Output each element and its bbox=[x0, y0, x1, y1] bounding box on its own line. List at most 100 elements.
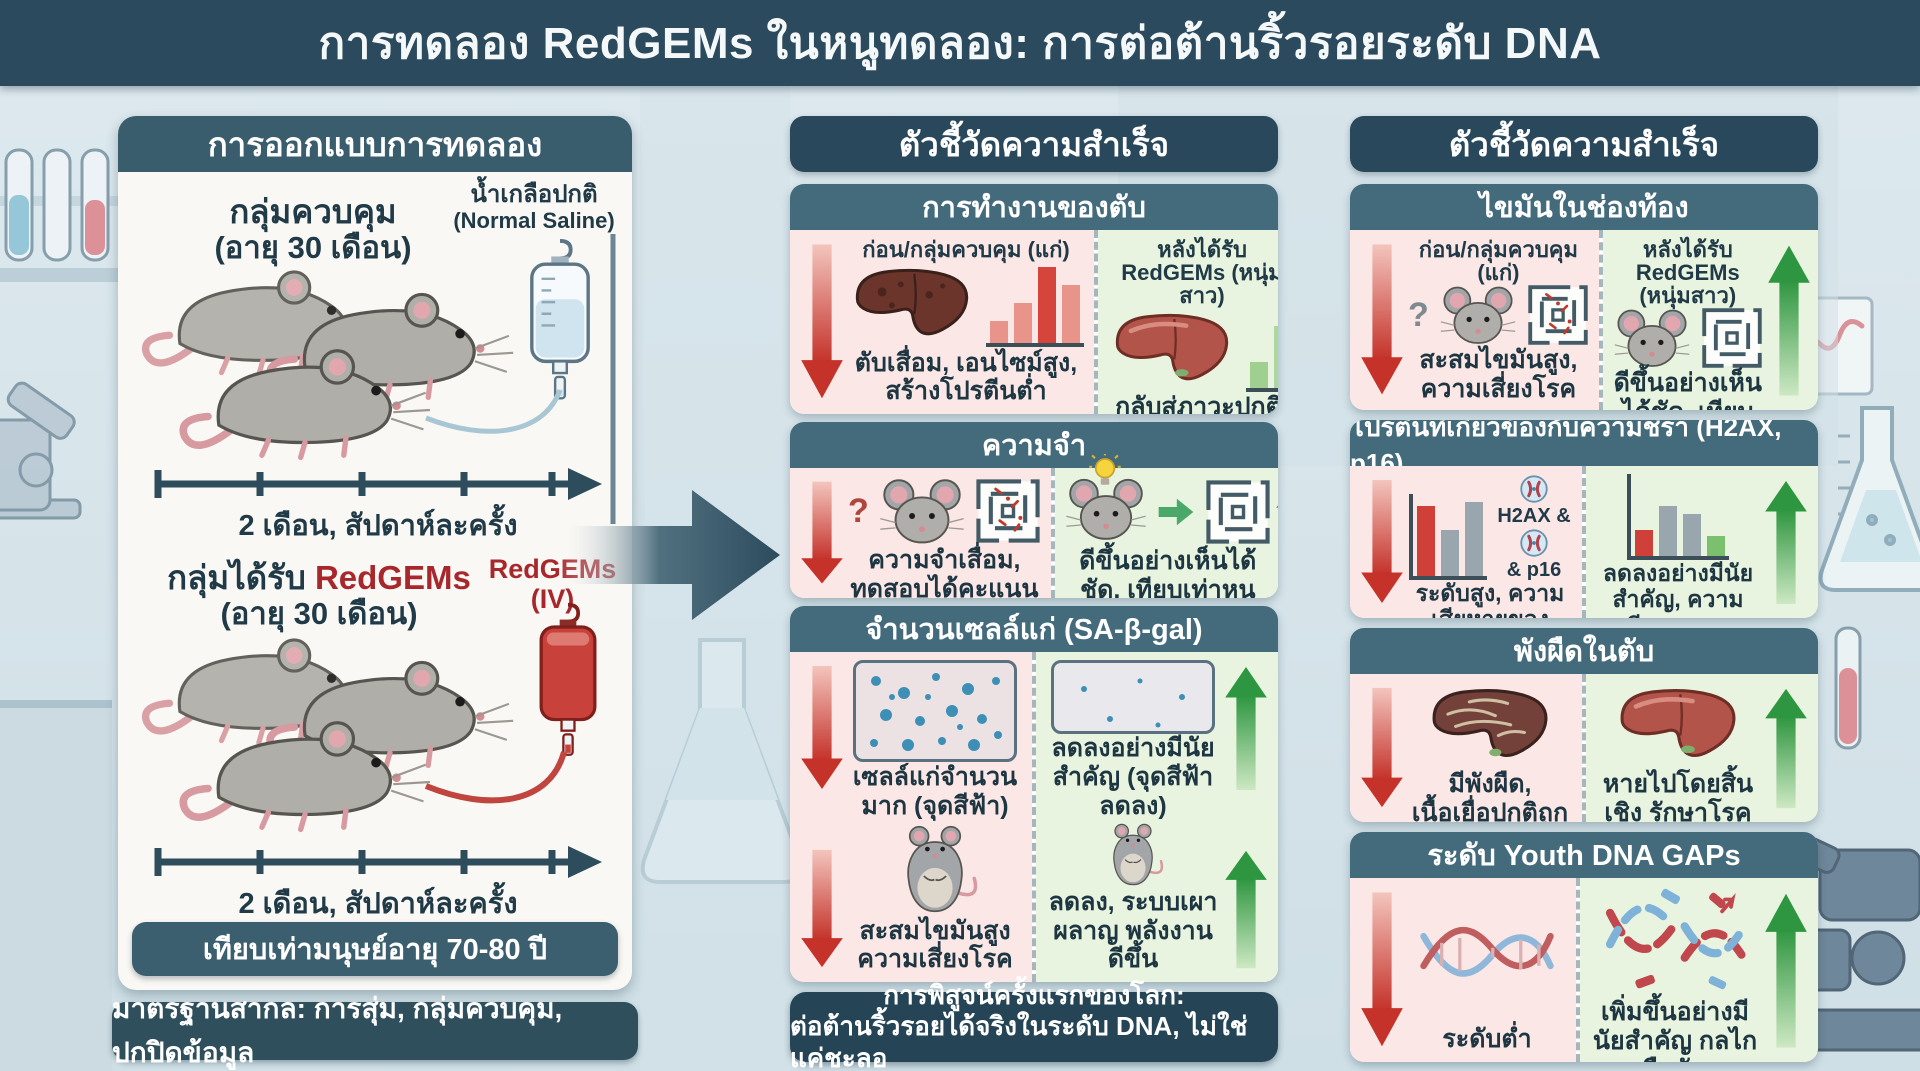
abdominal-fat-title: ไขมันในช่องท้อง bbox=[1479, 192, 1689, 224]
before-caption: ตับเสื่อม, เอนไซม์สูง, สร้างโปรตีนต่ำ bbox=[854, 348, 1078, 406]
h2ax-chromosome-icon bbox=[1519, 474, 1549, 504]
reduced-protein-bars bbox=[1627, 474, 1729, 560]
improve-arrow-icon bbox=[1222, 848, 1270, 970]
solved-arrow-icon bbox=[1157, 497, 1195, 527]
confused-mouse-icon bbox=[1439, 284, 1517, 346]
after-panel: ลดลงอย่างมีนัยสำคัญ, ความเสียหายของ DNA … bbox=[1586, 466, 1818, 618]
tissue-many-senescent-icon bbox=[853, 660, 1017, 762]
dna-low-icon bbox=[1417, 923, 1557, 989]
before-caption-2: สะสมไขมันสูง ความเสี่ยงโรค bbox=[857, 916, 1013, 974]
elevated-enzymes-bars bbox=[986, 263, 1084, 347]
tissue-few-senescent-icon bbox=[1051, 660, 1215, 735]
divider bbox=[1582, 466, 1586, 618]
control-group-label: กลุ่มควบคุม (อายุ 30 เดือน) bbox=[168, 193, 458, 266]
decline-arrow-icon bbox=[798, 242, 846, 402]
maze-errors-icon bbox=[975, 478, 1041, 544]
after-caption: ดีขึ้นอย่างเห็นได้ชัด, เทียบเท่าหนูหนุ่ม… bbox=[1079, 547, 1257, 598]
fat-mouse-icon bbox=[891, 822, 979, 916]
liver-function-card: การทำงานของตับ ก่อน/กลุ่มควบคุม (แก่) ตั… bbox=[790, 184, 1278, 414]
iv-pole bbox=[610, 234, 616, 524]
control-group-age: (อายุ 30 เดือน) bbox=[214, 229, 412, 265]
before-panel: ก่อน/กลุ่มควบคุม (แก่) ตับเสื่อม, เอนไซม… bbox=[790, 230, 1094, 414]
before-panel: ก่อน/กลุ่มควบคุม (แก่) ? สะสมไขมันสูง, ค… bbox=[1350, 230, 1599, 410]
decline-arrow-icon bbox=[798, 848, 846, 970]
h2ax-annotation: H2AX & bbox=[1497, 505, 1571, 527]
memory-card: ความจำ ? ความจำเสื่อม, ทดสอบได้คะแนนต่ำ bbox=[790, 422, 1278, 598]
world-first-proof-line2: ต่อต้านริ้วรอยได้จริงในระดับ DNA, ไม่ใช่… bbox=[790, 1011, 1248, 1071]
after-caption: หายไปโดยสิ้นเชิง รักษาโรคจากความชรา bbox=[1602, 770, 1754, 822]
decline-arrow-icon bbox=[1358, 242, 1406, 398]
maze-errors-icon bbox=[1527, 284, 1589, 346]
liver-function-title: การทำงานของตับ bbox=[922, 192, 1146, 224]
liver-fibrosis-card: พังผืดในตับ มีพังผืด, เนื้อเยื่อปกติถูกแ… bbox=[1350, 628, 1818, 822]
smart-mouse-group bbox=[1065, 476, 1147, 547]
decline-arrow-icon bbox=[1358, 478, 1406, 606]
standards-banner: มาตรฐานสากล: การสุ่ม, กลุ่มควบคุม, ปกปิด… bbox=[112, 993, 638, 1068]
after-label: หลังได้รับ RedGEMs (หนุ่มสาว) bbox=[1635, 237, 1740, 309]
memory-header: ความจำ bbox=[790, 422, 1278, 468]
decline-arrow-icon bbox=[1358, 686, 1406, 810]
redgems-tube bbox=[424, 751, 567, 804]
aging-proteins-header: โปรตีนที่เกี่ยวข้องกับความชรา (H2AX, p16… bbox=[1350, 420, 1818, 478]
right-column-title: ตัวชี้วัดความสำเร็จ bbox=[1448, 125, 1720, 163]
decline-arrow-icon bbox=[798, 480, 846, 586]
question-mark-icon: ? bbox=[1408, 295, 1429, 334]
healthy-mouse-icon bbox=[1613, 307, 1691, 369]
saline-label-th: น้ำเกลือปกติ bbox=[470, 181, 598, 208]
divider bbox=[1050, 468, 1055, 598]
before-caption: มีพังผืด, เนื้อเยื่อปกติถูกแทนที่ bbox=[1411, 770, 1569, 822]
before-caption: สะสมไขมันสูง, ความเสี่ยงโรค bbox=[1419, 346, 1578, 403]
after-caption: กลับสู่ภาวะปกติ, เซลล์ฟื้นฟู bbox=[1115, 393, 1278, 414]
improve-arrow-icon bbox=[1762, 890, 1810, 1050]
divider bbox=[1598, 230, 1603, 410]
after-panel: หายไปโดยสิ้นเชิง รักษาโรคจากความชรา bbox=[1586, 674, 1818, 822]
after-label: หลังได้รับ RedGEMs (หนุ่มสาว) bbox=[1121, 237, 1278, 309]
healthy-liver-icon bbox=[1108, 307, 1236, 393]
timeline-arrow bbox=[154, 468, 602, 500]
mouse-icon bbox=[174, 326, 436, 466]
before-caption: ความจำเสื่อม, ทดสอบได้คะแนนต่ำ bbox=[850, 546, 1039, 598]
flow-arrow-icon bbox=[560, 490, 780, 620]
after-caption: ลดลงอย่างมีนัยสำคัญ, ความเสียหายของ DNA … bbox=[1602, 560, 1754, 618]
control-group-name: กลุ่มควบคุม bbox=[229, 193, 397, 230]
after-caption: เพิ่มขึ้นอย่างมีนัยสำคัญ กลไกยืนยัน bbox=[1592, 998, 1758, 1062]
before-caption: ระดับต่ำ bbox=[1442, 1025, 1532, 1054]
improve-arrow-icon bbox=[1273, 480, 1278, 586]
title-bar: การทดลอง RedGEMs ในหนูทดลอง: การต่อต้านร… bbox=[0, 0, 1920, 86]
after-panel: เพิ่มขึ้นอย่างมีนัยสำคัญ กลไกยืนยัน bbox=[1580, 878, 1818, 1062]
p16-chromosome-icon bbox=[1519, 528, 1549, 558]
improve-arrow-icon bbox=[1765, 242, 1813, 398]
youth-dna-gaps-card: ระดับ Youth DNA GAPs ระดับต่ำ เพิ่มขึ้นอ… bbox=[1350, 832, 1818, 1062]
divider bbox=[1576, 878, 1580, 1062]
after-caption: ลดลงอย่างมีนัยสำคัญ (จุดสีฟ้าลดลง) bbox=[1051, 734, 1215, 820]
healthy-liver-icon bbox=[1610, 682, 1746, 770]
control-timeline-label: 2 เดือน, สัปดาห์ละครั้ง bbox=[238, 510, 518, 542]
after-caption: ดีขึ้นอย่างเห็นได้ชัด, เทียบเท่าหนูหนุ่ม… bbox=[1613, 369, 1762, 410]
youth-dna-gaps-header: ระดับ Youth DNA GAPs bbox=[1350, 832, 1818, 878]
after-panel: ลดลงอย่างมีนัยสำคัญ (จุดสีฟ้าลดลง) ลดลง,… bbox=[1036, 652, 1278, 982]
normalized-bars bbox=[1246, 308, 1278, 393]
lightbulb-icon bbox=[1089, 454, 1121, 494]
after-caption-2: ลดลง, ระบบเผาผลาญ พลังงานดีขึ้น bbox=[1048, 887, 1218, 974]
before-caption: ระดับสูง, ความเสียหายของ DNA สูง bbox=[1415, 580, 1565, 618]
human-age-equivalence-banner: เทียบเท่ามนุษย์อายุ 70-80 ปี bbox=[132, 922, 618, 976]
after-panel: หลังได้รับ RedGEMs (หนุ่มสาว) ดีขึ้นอย่า… bbox=[1602, 230, 1818, 410]
before-label: ก่อน/กลุ่มควบคุม (แก่) bbox=[1418, 237, 1579, 286]
aging-proteins-card: โปรตีนที่เกี่ยวข้องกับความชรา (H2AX, p16… bbox=[1350, 420, 1818, 618]
protein-annotations: H2AX & & p16 bbox=[1497, 474, 1571, 581]
fibrotic-liver-icon bbox=[1422, 682, 1558, 770]
treatment-group-name: กลุ่มได้รับ RedGEMs bbox=[164, 559, 474, 597]
treatment-timeline-label: 2 เดือน, สัปดาห์ละครั้ง bbox=[238, 888, 518, 920]
dna-gaps-icon bbox=[1590, 886, 1760, 998]
before-label: ก่อน/กลุ่มควบคุม (แก่) bbox=[862, 237, 1070, 262]
experiment-design-header: การออกแบบการทดลอง bbox=[118, 116, 632, 172]
improve-arrow-icon bbox=[1762, 686, 1810, 810]
slim-mouse-icon bbox=[1096, 821, 1170, 888]
improve-arrow-icon bbox=[1222, 664, 1270, 792]
page-title: การทดลอง RedGEMs ในหนูทดลอง: การต่อต้านร… bbox=[318, 19, 1602, 68]
p16-annotation: & p16 bbox=[1506, 559, 1562, 581]
treatment-group-name-highlight: RedGEMs bbox=[314, 559, 471, 596]
treatment-group-name-prefix: กลุ่มได้รับ bbox=[167, 559, 315, 596]
middle-column-header: ตัวชี้วัดความสำเร็จ bbox=[790, 116, 1278, 172]
